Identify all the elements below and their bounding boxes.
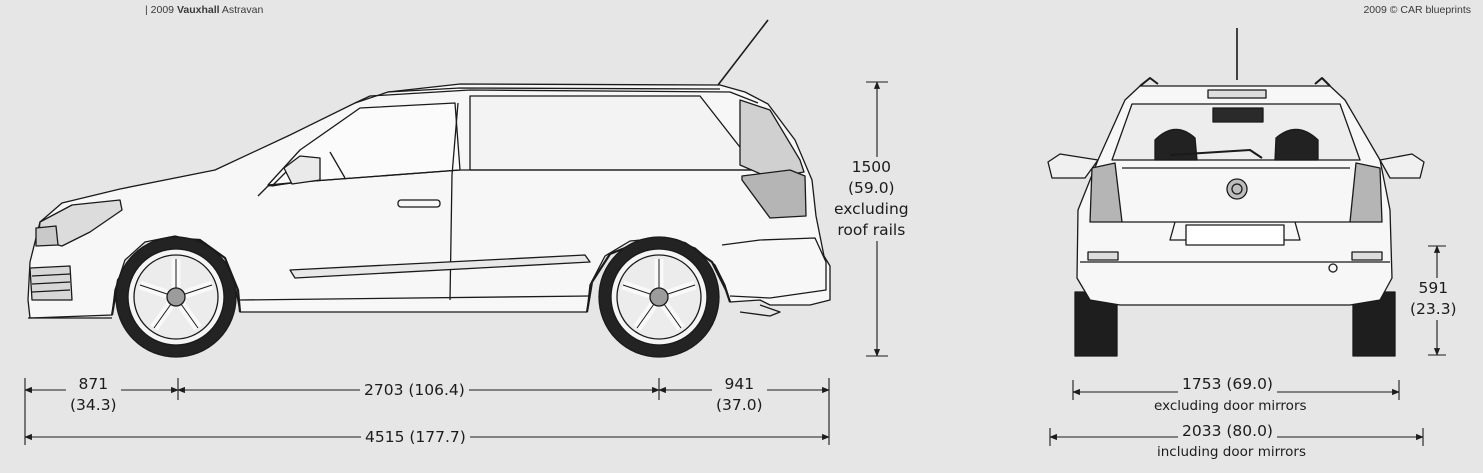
rear-wheel bbox=[598, 236, 720, 358]
rear-overhang-mm: 941 bbox=[724, 375, 755, 393]
header-title: | 2009 Vauxhall Astravan bbox=[145, 4, 263, 16]
track-height-label: 591 (23.3) bbox=[1406, 278, 1461, 320]
header-copyright: 2009 © CAR blueprints bbox=[1363, 4, 1471, 16]
height-inch: (59.0) bbox=[848, 179, 895, 197]
width-excl-label: 1753 (69.0) bbox=[1178, 374, 1277, 395]
height-note-2: roof rails bbox=[837, 221, 906, 239]
rear-overhang-inch: (37.0) bbox=[716, 396, 763, 414]
length-label: 4515 (177.7) bbox=[361, 427, 470, 448]
header-year: | 2009 bbox=[145, 4, 175, 16]
track-height-inch: (23.3) bbox=[1410, 300, 1457, 318]
front-wheel bbox=[115, 236, 237, 358]
height-label: 1500 (59.0) excluding roof rails bbox=[830, 157, 913, 241]
front-overhang-mm: 871 bbox=[78, 375, 109, 393]
height-note-1: excluding bbox=[834, 200, 909, 218]
rear-view-car bbox=[1047, 28, 1425, 357]
wheelbase-label: 2703 (106.4) bbox=[360, 380, 469, 401]
width-excl-note: excluding door mirrors bbox=[1154, 398, 1307, 414]
front-overhang-label: 871 (34.3) bbox=[66, 374, 121, 416]
height-mm: 1500 bbox=[851, 158, 892, 176]
rear-overhang-label: 941 (37.0) bbox=[712, 374, 767, 416]
header-model: Astravan bbox=[221, 4, 264, 16]
header-brand: Vauxhall bbox=[176, 4, 220, 16]
width-incl-label: 2033 (80.0) bbox=[1178, 421, 1277, 442]
side-view-car bbox=[27, 19, 831, 319]
track-height-mm: 591 bbox=[1418, 279, 1449, 297]
front-overhang-inch: (34.3) bbox=[70, 396, 117, 414]
width-incl-note: including door mirrors bbox=[1157, 444, 1307, 460]
